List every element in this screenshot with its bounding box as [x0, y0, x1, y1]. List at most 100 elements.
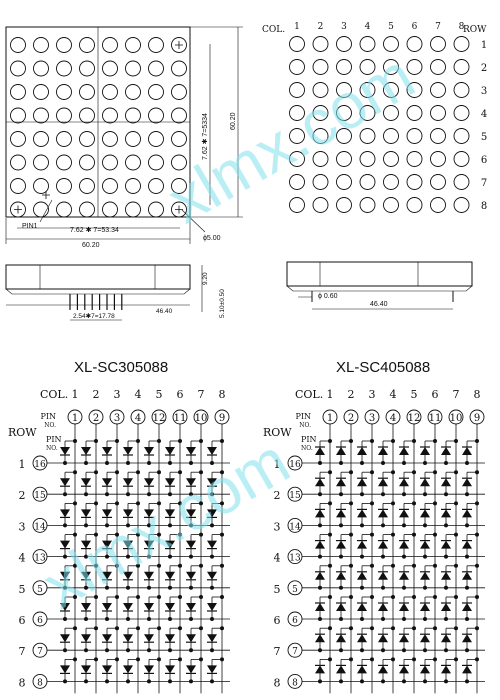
- led-dot: [125, 107, 141, 124]
- led-diode-icon: [357, 603, 367, 611]
- col-number: 1: [327, 388, 334, 401]
- led-diode-icon: [186, 571, 196, 580]
- led-diode-icon: [336, 634, 346, 643]
- side-view-right-body: [286, 261, 473, 287]
- led-dot: [406, 82, 423, 98]
- led-diode-icon: [441, 665, 451, 674]
- led-diode-icon: [441, 603, 451, 611]
- col-pin-number: 10: [195, 413, 208, 424]
- led-diode-icon: [144, 540, 154, 549]
- row-number: 5: [274, 583, 281, 596]
- led-diode-icon: [462, 540, 472, 549]
- led-diode-icon: [462, 509, 472, 518]
- col-number: 6: [432, 388, 439, 401]
- pin-label-side-no: NO.: [301, 445, 313, 452]
- led-dot: [289, 82, 305, 98]
- led-dot: [289, 151, 305, 167]
- led-diode-icon: [144, 571, 154, 580]
- led-dot: [406, 174, 423, 190]
- led-diode-icon: [399, 571, 409, 580]
- led-diode-icon: [420, 478, 430, 487]
- led-diode-icon: [462, 447, 472, 455]
- row-pin-number: 13: [34, 554, 46, 564]
- led-dot: [171, 178, 187, 194]
- col-number: 8: [459, 22, 465, 32]
- led-diode-icon: [357, 571, 367, 580]
- led-dot: [359, 105, 376, 121]
- led-diode-icon: [378, 634, 388, 643]
- col-number: 7: [435, 22, 441, 32]
- led-diode-icon: [123, 478, 133, 487]
- row-number: 4: [481, 109, 487, 120]
- led-dot: [33, 178, 49, 194]
- row-pin-number: 6: [292, 616, 298, 626]
- led-dot: [148, 131, 164, 147]
- led-diode-icon: [378, 665, 388, 674]
- led-diode-icon: [81, 509, 91, 518]
- dim-pitch-v-label: 7.62 ✱ 7=5334: [201, 113, 209, 160]
- col-pin-number: 3: [369, 413, 375, 424]
- col-number: 2: [93, 388, 100, 401]
- led-dot: [56, 154, 72, 171]
- row-label: ROW: [8, 426, 37, 439]
- row-pin-number: 8: [292, 678, 298, 688]
- led-dot: [171, 201, 187, 218]
- led-dot: [125, 131, 141, 147]
- led-diode-icon: [462, 603, 472, 611]
- led-diode-icon: [336, 540, 346, 549]
- led-diode-icon: [60, 478, 70, 487]
- led-dot: [79, 178, 95, 194]
- led-dot: [453, 36, 470, 52]
- led-diode-icon: [60, 603, 70, 611]
- dim-len-right-label: 46.40: [370, 301, 388, 308]
- led-diode-icon: [144, 509, 154, 518]
- led-diode-icon: [357, 634, 367, 643]
- led-dot: [453, 128, 470, 144]
- led-dot: [453, 174, 470, 190]
- led-diode-icon: [144, 478, 154, 487]
- led-dot: [10, 201, 26, 218]
- led-diode-icon: [462, 634, 472, 643]
- led-dot: [125, 201, 141, 218]
- led-dot: [289, 105, 305, 121]
- row-number: 1: [19, 458, 26, 471]
- led-diode-icon: [123, 509, 133, 518]
- col-number: 4: [365, 22, 371, 32]
- col-pin-number: 1: [72, 413, 78, 424]
- col-number: 1: [72, 388, 79, 401]
- led-dot: [148, 60, 164, 77]
- led-dot: [336, 197, 352, 213]
- col-number: 2: [318, 22, 324, 32]
- row-pin-number: 8: [37, 678, 43, 688]
- led-diode-icon: [144, 447, 154, 455]
- led-diode-icon: [81, 478, 91, 487]
- led-diode-icon: [81, 634, 91, 643]
- row-pin-number: 7: [292, 647, 298, 657]
- led-dot: [312, 197, 329, 213]
- led-diode-icon: [102, 447, 112, 455]
- led-diode-icon: [123, 447, 133, 455]
- watermark-bottom: xlmx.com: [31, 425, 301, 622]
- col-number: 2: [348, 388, 355, 401]
- col-number: 1: [294, 22, 300, 32]
- row-number: 3: [481, 86, 487, 97]
- led-diode-icon: [102, 540, 112, 549]
- pin-label-top-no: NO.: [44, 422, 56, 429]
- led-dot: [148, 154, 164, 171]
- led-dot: [312, 105, 329, 121]
- led-diode-icon: [102, 571, 112, 580]
- led-dot: [359, 151, 376, 167]
- led-diode-icon: [102, 509, 112, 518]
- led-diode-icon: [399, 540, 409, 549]
- led-dot: [406, 105, 423, 121]
- led-dot: [289, 174, 305, 190]
- col-number: 6: [412, 22, 418, 32]
- led-diode-icon: [102, 603, 112, 611]
- led-dot: [10, 131, 26, 147]
- led-dot: [102, 37, 118, 53]
- pin1-label: PIN1: [22, 223, 38, 230]
- led-dot: [336, 128, 352, 144]
- led-diode-icon: [102, 634, 112, 643]
- led-diode-icon: [420, 571, 430, 580]
- led-dot: [453, 59, 470, 75]
